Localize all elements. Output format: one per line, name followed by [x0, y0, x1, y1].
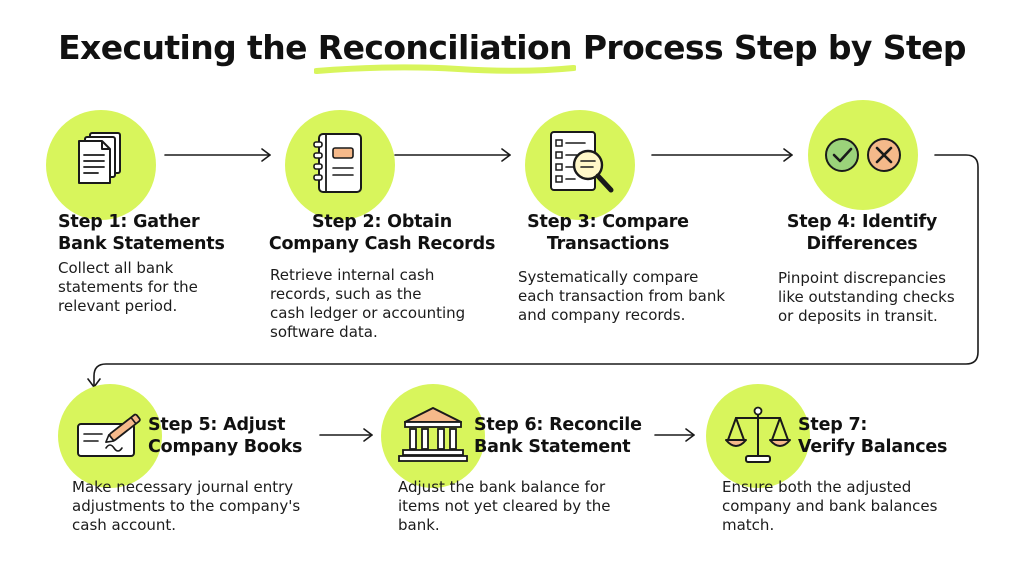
- step-4-title-line-1: Step 4: Identify: [786, 212, 938, 232]
- step-1-title-line-2: Bank Statements: [58, 234, 225, 254]
- step-4-title-line-2: Differences: [806, 234, 918, 254]
- step-4-title: Step 4: Identify Differences: [762, 211, 962, 255]
- step-7-desc-line: company and bank balances: [722, 497, 938, 515]
- arrow-5-to-6: [319, 428, 373, 442]
- step-6-desc-line: bank.: [398, 516, 440, 534]
- step-5-title-line-2: Company Books: [148, 437, 303, 457]
- step-4-desc-line: Pinpoint discrepancies: [778, 269, 946, 287]
- step-1-icon-circle: [46, 110, 156, 220]
- step-7-title: Step 7: Verify Balances: [798, 414, 947, 458]
- step-2-desc-line: records, such as the: [270, 285, 422, 303]
- step-7-desc-line: Ensure both the adjusted: [722, 478, 912, 496]
- page-title: Executing the Reconciliation Process Ste…: [0, 28, 1024, 74]
- step-2-title: Step 2: Obtain Company Cash Records: [262, 211, 502, 255]
- bank-icon: [398, 407, 468, 462]
- step-2-description: Retrieve internal cash records, such as …: [270, 266, 465, 342]
- documents-icon: [78, 132, 121, 184]
- step-2-title-line-2: Company Cash Records: [268, 234, 496, 254]
- step-6-description: Adjust the bank balance for items not ye…: [398, 478, 611, 535]
- step-7-description: Ensure both the adjusted company and ban…: [722, 478, 937, 535]
- step-3-title-line-1: Step 3: Compare: [527, 212, 689, 232]
- step-1-title: Step 1: Gather Bank Statements: [58, 211, 225, 255]
- step-4-desc-line: or deposits in transit.: [778, 307, 938, 325]
- step-6-desc-line: items not yet cleared by the: [398, 497, 611, 515]
- step-6-title: Step 6: Reconcile Bank Statement: [474, 414, 642, 458]
- step-5-desc-line: Make necessary journal entry: [72, 478, 294, 496]
- step-3-desc-line: Systematically compare: [518, 268, 699, 286]
- title-highlight-word: Reconciliation: [313, 28, 576, 74]
- step-1-desc-line: relevant period.: [58, 297, 178, 315]
- step-3-desc-line: and company records.: [518, 306, 686, 324]
- step-3-description: Systematically compare each transaction …: [518, 268, 725, 325]
- check-cross-icon: [825, 138, 901, 172]
- magnifier-list-icon: [550, 131, 614, 193]
- balance-scale-icon: [725, 406, 791, 463]
- step-5-desc-line: adjustments to the company's: [72, 497, 301, 515]
- step-5-title-line-1: Step 5: Adjust: [148, 415, 286, 435]
- step-1-desc-line: statements for the: [58, 278, 198, 296]
- step-6-icon-circle: [381, 384, 485, 488]
- step-6-title-line-1: Step 6: Reconcile: [474, 415, 642, 435]
- step-2-title-line-1: Step 2: Obtain: [312, 212, 452, 232]
- step-6-title-line-2: Bank Statement: [474, 437, 631, 457]
- step-1-desc-line: Collect all bank: [58, 259, 174, 277]
- arrow-1-to-2: [164, 148, 271, 162]
- step-3-desc-line: each transaction from bank: [518, 287, 726, 305]
- step-1-description: Collect all bank statements for the rele…: [58, 259, 198, 316]
- step-2-icon-circle: [285, 110, 395, 220]
- step-7-title-line-1: Step 7:: [798, 415, 868, 435]
- title-part-before: Executing the: [58, 28, 318, 67]
- step-4-desc-line: like outstanding checks: [778, 288, 955, 306]
- step-2-desc-line: cash ledger or accounting: [270, 304, 466, 322]
- step-5-description: Make necessary journal entry adjustments…: [72, 478, 300, 535]
- step-4-description: Pinpoint discrepancies like outstanding …: [778, 269, 955, 326]
- step-7-desc-line: match.: [722, 516, 775, 534]
- notebook-icon: [313, 133, 362, 193]
- step-5-icon-circle: [58, 384, 162, 488]
- step-5-desc-line: cash account.: [72, 516, 177, 534]
- title-highlight-text: Reconciliation: [317, 28, 573, 67]
- title-underline-swoosh: [313, 64, 576, 74]
- arrow-6-to-7: [654, 428, 695, 442]
- step-5-title: Step 5: Adjust Company Books: [148, 414, 302, 458]
- step-2-desc-line: software data.: [270, 323, 378, 341]
- arrow-3-to-4: [651, 148, 793, 162]
- arrow-2-to-3: [394, 148, 511, 162]
- step-1-title-line-1: Step 1: Gather: [58, 212, 200, 232]
- step-4-icon-circle: [808, 100, 918, 210]
- pen-check-icon: [77, 413, 141, 457]
- step-6-desc-line: Adjust the bank balance for: [398, 478, 606, 496]
- step-7-icon-circle: [706, 384, 810, 488]
- step-7-title-line-2: Verify Balances: [798, 437, 948, 457]
- step-3-title-line-2: Transactions: [546, 234, 670, 254]
- title-part-after: Process Step by Step: [571, 28, 967, 67]
- step-2-desc-line: Retrieve internal cash: [270, 266, 435, 284]
- step-3-icon-circle: [525, 110, 635, 220]
- step-3-title: Step 3: Compare Transactions: [498, 211, 718, 255]
